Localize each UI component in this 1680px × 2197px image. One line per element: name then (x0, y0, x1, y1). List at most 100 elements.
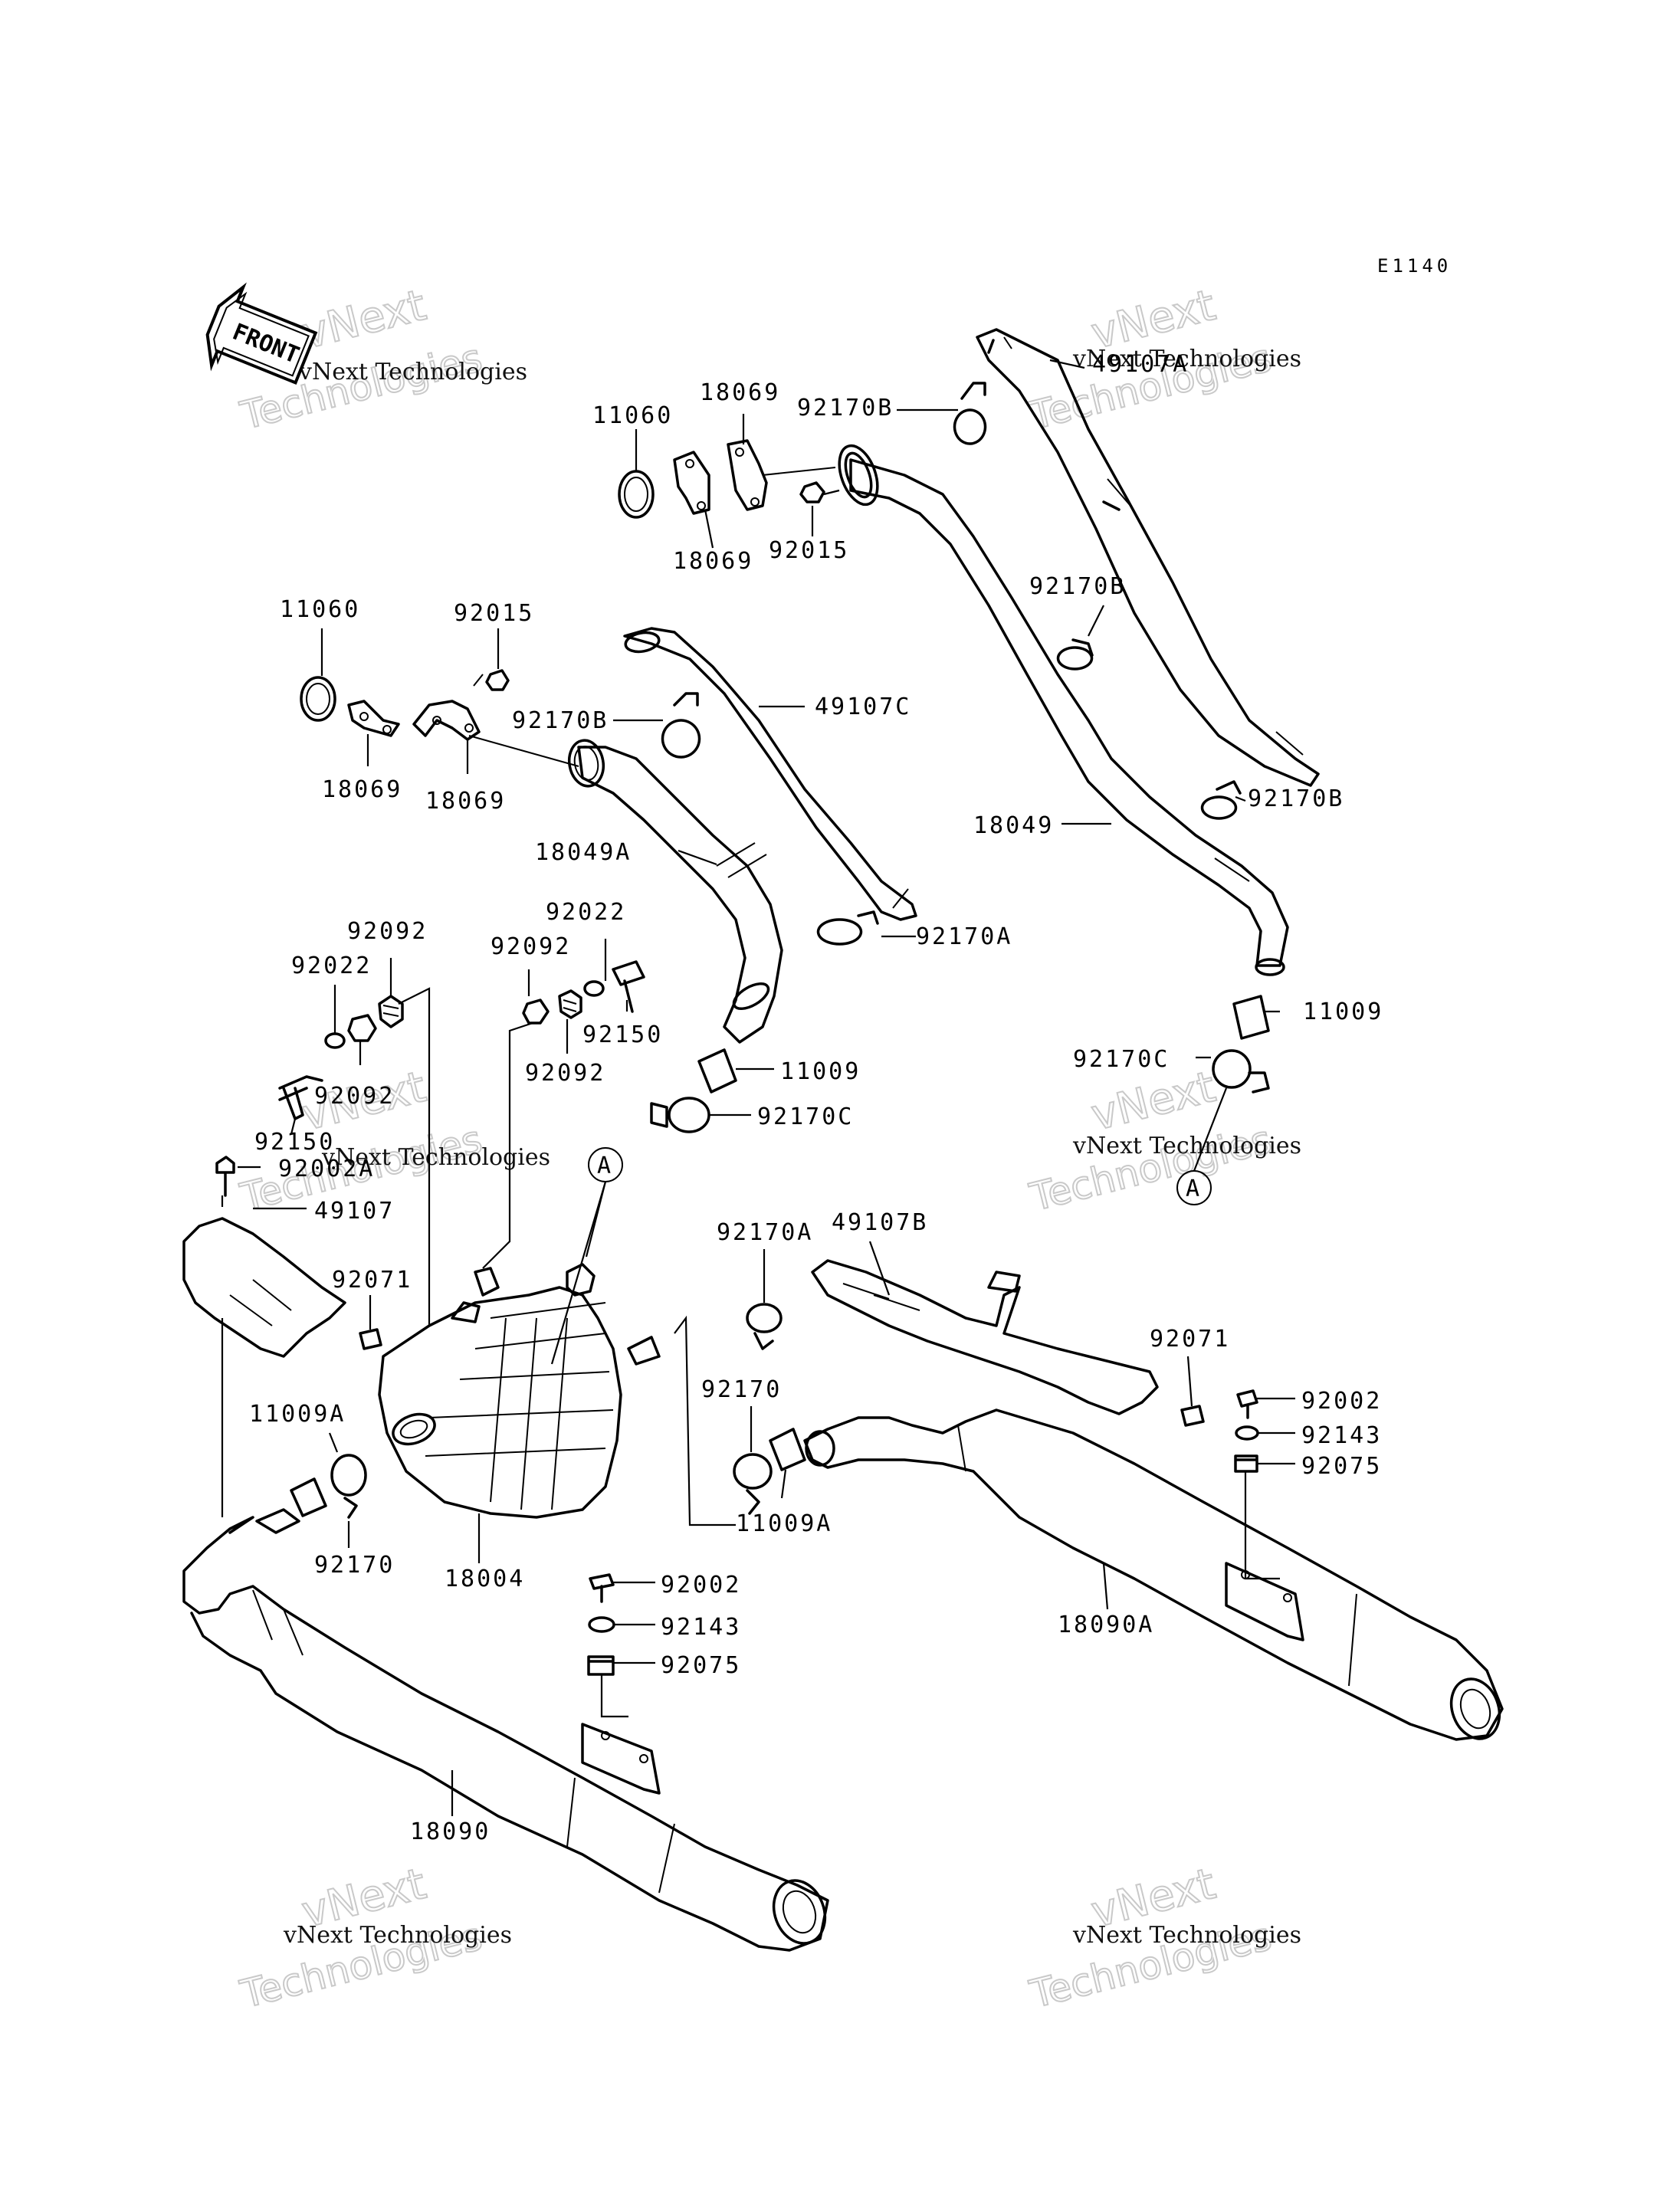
label-11009a-left: 11009A (249, 1401, 346, 1428)
nut-92092-mid (522, 998, 550, 1025)
label-92150-left: 92150 (254, 1129, 335, 1156)
svg-text:vNext: vNext (1087, 1062, 1220, 1141)
flange-18069-left2 (412, 700, 481, 741)
header-pipe-18049a (577, 746, 783, 1044)
clamp-92170b-mid (1056, 638, 1094, 671)
label-92015-mid: 92015 (769, 537, 849, 564)
washer-92022-top (583, 980, 605, 997)
watermark-bottom-left: vNext Technologies vNext Technologies (235, 1858, 512, 2018)
nut-92092-left (347, 1014, 377, 1042)
svg-text:vNext Technologies: vNext Technologies (1072, 1922, 1301, 1949)
label-92170c-mid: 92170C (757, 1103, 854, 1130)
front-arrow-icon: FRONT (205, 282, 318, 385)
label-92170b-top: 92170B (797, 395, 894, 421)
label-18069-top: 18069 (700, 379, 780, 406)
label-92092-mid: 92092 (491, 933, 571, 960)
label-18004: 18004 (445, 1566, 525, 1592)
clamp-92170c-right (1212, 1049, 1270, 1094)
gasket-11009a-mid (769, 1428, 806, 1471)
label-92150-right: 92150 (582, 1021, 663, 1048)
svg-text:A: A (1186, 1176, 1202, 1202)
muffler-18090 (182, 1516, 829, 1952)
label-49107b: 49107B (832, 1209, 928, 1236)
nut-92015-left (485, 669, 510, 691)
clamp-92170c-mid (650, 1097, 710, 1133)
label-49107a: 49107A (1092, 351, 1189, 378)
bolt-92150-left (278, 1075, 323, 1120)
label-92075-mid: 92075 (661, 1652, 741, 1679)
svg-text:vNext: vNext (297, 280, 431, 359)
grommet-92075-mid (587, 1655, 615, 1676)
grommet-92075-right (1234, 1454, 1258, 1473)
label-92143-mid: 92143 (661, 1614, 741, 1641)
clamp-92170b-right (1200, 780, 1242, 820)
clamp-92170-left (330, 1454, 367, 1519)
label-92022-top: 92022 (546, 899, 626, 926)
clamp-92170b-top (953, 382, 987, 445)
label-11060-top: 11060 (592, 402, 673, 429)
flange-18069-top-left (673, 451, 710, 515)
label-92015-left: 92015 (454, 600, 534, 627)
label-18049: 18049 (973, 812, 1054, 839)
clamp-92170a-low (746, 1303, 783, 1350)
label-92170a-mid: 92170A (916, 923, 1012, 950)
clamp-92170b-left (661, 692, 701, 759)
label-11009-right: 11009 (1303, 998, 1383, 1025)
label-92170-mid: 92170 (701, 1376, 782, 1403)
watermark-mid-right: vNext Technologies vNext Technologies (1025, 1061, 1301, 1221)
label-92071-right: 92071 (1150, 1326, 1230, 1353)
label-92022-left: 92022 (291, 953, 372, 979)
label-18069-left2: 18069 (425, 788, 506, 815)
label-92075-right: 92075 (1301, 1453, 1382, 1480)
muffler-18004 (378, 1286, 622, 1519)
label-92143-right: 92143 (1301, 1422, 1382, 1449)
gasket-11009-right (1232, 995, 1270, 1040)
svg-text:A: A (597, 1153, 613, 1179)
label-49107: 49107 (314, 1198, 395, 1225)
label-92002a: 92002A (278, 1156, 375, 1182)
svg-text:vNext Technologies: vNext Technologies (321, 1144, 550, 1171)
label-18069-left1: 18069 (322, 776, 402, 803)
svg-text:vNext Technologies: vNext Technologies (283, 1922, 512, 1949)
label-92092-low: 92092 (525, 1060, 605, 1087)
label-92170a-low: 92170A (717, 1219, 813, 1246)
washer-92143-right (1235, 1425, 1259, 1441)
svg-text:vNext Technologies: vNext Technologies (298, 359, 527, 385)
muffler-18090a (803, 1408, 1504, 1741)
label-92170b-right: 92170B (1248, 785, 1344, 812)
washer-92022-left (324, 1032, 346, 1049)
heat-shield-49107a (976, 328, 1320, 787)
gasket-11009a-left (290, 1477, 327, 1517)
ref-marker-a-mid: A (550, 1147, 623, 1365)
label-49107c: 49107C (815, 694, 911, 720)
gasket-11009-mid (697, 1048, 737, 1094)
label-92002-right: 92002 (1301, 1388, 1382, 1415)
ref-marker-a-right: A (1176, 1087, 1228, 1205)
label-11060-left: 11060 (280, 596, 360, 623)
clamp-92170a-mid (816, 910, 879, 946)
clamp-92170-mid (733, 1453, 773, 1515)
label-18069-mid: 18069 (673, 548, 753, 575)
svg-text:vNext Technologies: vNext Technologies (1072, 1133, 1301, 1159)
bolt-92150-right (612, 960, 645, 1013)
label-11009-mid: 11009 (780, 1058, 861, 1085)
bolt-92002-right (1236, 1389, 1258, 1419)
label-92170-left: 92170 (314, 1552, 395, 1579)
nut-92092-low (558, 989, 582, 1019)
label-92092-left: 92092 (314, 1083, 395, 1110)
watermark-bottom-right: vNext Technologies vNext Technologies (1025, 1858, 1301, 2018)
heat-shield-49107c (623, 627, 917, 921)
label-92170b-left: 92170B (512, 707, 609, 734)
label-18090a: 18090A (1058, 1612, 1154, 1638)
clip-92071-left (359, 1328, 382, 1350)
header-pipe-18049 (849, 458, 1289, 967)
label-92002-mid: 92002 (661, 1572, 741, 1599)
label-92170c-right: 92170C (1073, 1046, 1170, 1073)
part-labels: 11060 18069 92170B 49107A 18069 92015 11… (249, 351, 1383, 1845)
leader-lines (221, 359, 1295, 1816)
bolt-92002a (215, 1156, 235, 1197)
label-92092-top: 92092 (347, 918, 428, 945)
nut-92092-top-left (378, 995, 404, 1028)
label-18090: 18090 (410, 1818, 491, 1845)
